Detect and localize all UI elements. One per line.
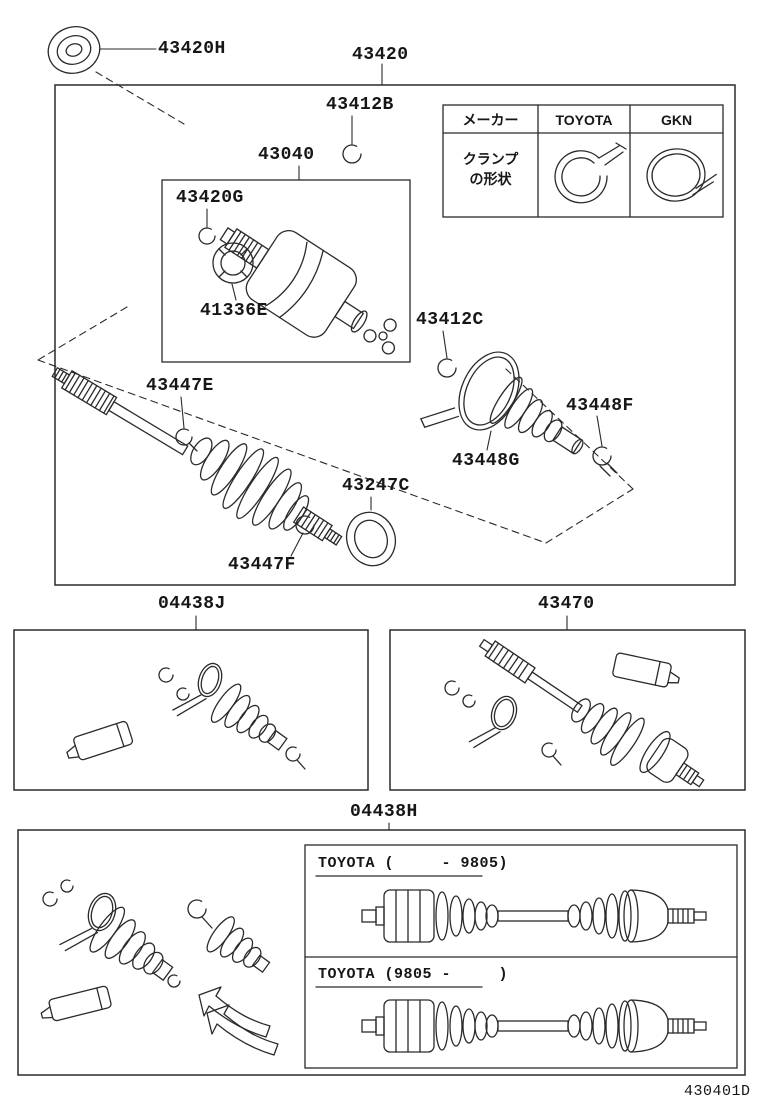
gkn-clamp-drawing bbox=[646, 148, 717, 202]
label-43412B: 43412B bbox=[326, 95, 394, 115]
label-43247C: 43247C bbox=[342, 476, 410, 496]
clamp-43447F-drawing bbox=[295, 515, 315, 535]
boot-kit-h-drawing bbox=[40, 879, 279, 1056]
large-clamp-drawing bbox=[420, 351, 520, 431]
doc-number: 430401D bbox=[684, 1083, 751, 1100]
label-41336E: 41336E bbox=[200, 301, 268, 321]
deflector-ring-43247C-drawing bbox=[345, 511, 397, 567]
inner-joint-drawing bbox=[219, 227, 368, 338]
inboard-boot-drawing bbox=[190, 437, 343, 546]
label-43447E: 43447E bbox=[146, 376, 214, 396]
dashed-grouping-lines bbox=[37, 71, 634, 544]
tripod-spider-drawing bbox=[363, 318, 397, 355]
variant-label-late: TOYOTA (9805 - ) bbox=[318, 966, 509, 983]
seal-drawing bbox=[47, 26, 101, 74]
snap-ring-43412B-drawing bbox=[342, 144, 362, 164]
label-43420G: 43420G bbox=[176, 188, 244, 208]
snap-ring-43412C-drawing bbox=[437, 358, 457, 378]
direction-arrow bbox=[198, 986, 279, 1056]
label-43447F: 43447F bbox=[228, 555, 296, 575]
variant-label-early: TOYOTA ( - 9805) bbox=[318, 855, 509, 872]
boot-kit-h-box bbox=[17, 829, 746, 1076]
driveshaft-early-drawing bbox=[361, 889, 707, 943]
label-43470: 43470 bbox=[538, 594, 595, 614]
damper-clamp-43447E-drawing bbox=[175, 428, 198, 452]
shaft-assembly-drawing bbox=[444, 638, 705, 788]
clamp-table-row-label-1: クランプ bbox=[462, 151, 519, 167]
label-43412C: 43412C bbox=[416, 310, 484, 330]
shaft-assembly-box bbox=[389, 629, 746, 791]
label-43420: 43420 bbox=[352, 45, 409, 65]
spline-shaft-drawing bbox=[51, 366, 189, 456]
label-04438H: 04438H bbox=[350, 802, 418, 822]
boot-kit-j-drawing bbox=[66, 662, 306, 770]
main-assembly-box bbox=[54, 84, 736, 586]
label-43420H: 43420H bbox=[158, 39, 226, 59]
clamp-table-header-gkn: GKN bbox=[660, 112, 693, 128]
clamp-table-grid bbox=[442, 104, 724, 218]
toyota-clamp-drawing bbox=[554, 142, 627, 204]
clamp-table-header-maker: メーカー bbox=[462, 112, 519, 128]
clamp-table-row-label-2: の形状 bbox=[469, 171, 512, 187]
leader-lines bbox=[99, 48, 603, 831]
label-43448F: 43448F bbox=[566, 396, 634, 416]
ring-43420G-drawing bbox=[198, 227, 216, 245]
outboard-boot-drawing bbox=[489, 376, 584, 455]
driveshaft-late-drawing bbox=[361, 999, 707, 1053]
label-43040: 43040 bbox=[258, 145, 315, 165]
boot-kit-j-box bbox=[13, 629, 369, 791]
small-clamp-43448F-drawing bbox=[592, 446, 618, 477]
label-04438J: 04438J bbox=[158, 594, 226, 614]
inner-joint-box bbox=[161, 179, 411, 363]
clamp-table-header-toyota: TOYOTA bbox=[555, 112, 613, 128]
label-43448G: 43448G bbox=[452, 451, 520, 471]
